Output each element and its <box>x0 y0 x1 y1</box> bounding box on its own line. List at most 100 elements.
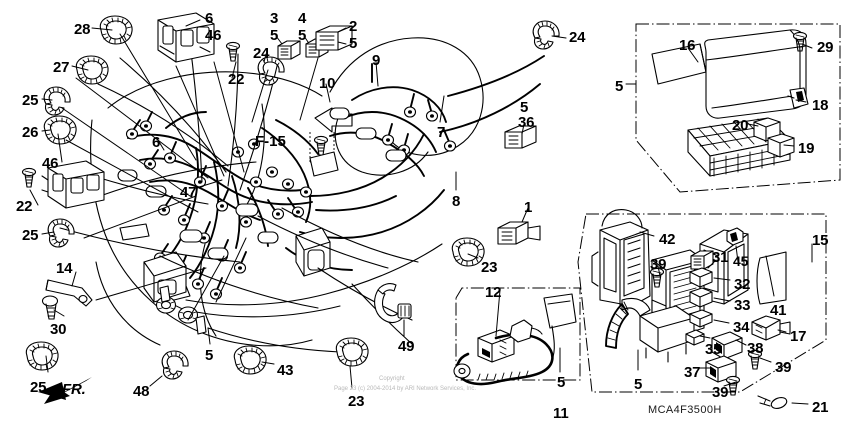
panel-top-right <box>635 23 841 193</box>
cable-ring-terminal-left <box>453 363 471 379</box>
callout-32: 32 <box>734 276 751 293</box>
panel-bottom-center <box>453 287 581 386</box>
upper-harness <box>329 37 545 177</box>
callout-31: 31 <box>712 249 729 266</box>
callout-6: 6 <box>205 10 214 27</box>
part-36-connector <box>504 125 537 149</box>
part-2-connector <box>315 25 353 51</box>
part-35-relay <box>685 329 705 346</box>
callout-5: 5 <box>298 27 307 44</box>
callout-25: 25 <box>22 92 39 109</box>
part-45-clip <box>726 227 744 246</box>
callout-23: 23 <box>348 393 365 410</box>
callout-3: 3 <box>270 10 279 27</box>
part-14-bracket <box>45 279 93 307</box>
part-19-relay <box>767 133 795 158</box>
part-28-clamp <box>99 15 133 45</box>
f15-arrow <box>309 107 353 177</box>
callout-23: 23 <box>481 259 498 276</box>
part-33-relay <box>689 287 713 308</box>
callout-33: 33 <box>734 297 751 314</box>
callout-19: 19 <box>798 140 815 157</box>
part-34-relay <box>689 309 713 328</box>
callout-29: 29 <box>817 39 834 56</box>
callout-9: 9 <box>372 52 381 69</box>
callout-5: 5 <box>349 35 358 52</box>
callout-18: 18 <box>812 97 829 114</box>
cable-ring-terminal <box>543 293 577 361</box>
callout-5: 5 <box>205 347 214 364</box>
callout-42: 42 <box>659 231 676 248</box>
callout-37: 37 <box>684 364 701 381</box>
callout-12: 12 <box>485 284 502 301</box>
callout-43: 43 <box>277 362 294 379</box>
part-18-latch <box>787 87 809 109</box>
callout-22: 22 <box>228 71 245 88</box>
callout-27: 27 <box>53 59 70 76</box>
callout-5: 5 <box>557 374 566 391</box>
callout-47: 47 <box>180 184 197 201</box>
callout-5: 5 <box>615 78 624 95</box>
callout-25: 25 <box>30 379 47 396</box>
part-5-bracket <box>155 285 207 335</box>
section-marker-f15: F-15 <box>255 133 286 150</box>
callout-20: 20 <box>732 117 749 134</box>
part-22b-screw <box>21 167 37 188</box>
callout-21: 21 <box>812 399 829 416</box>
callout-5: 5 <box>520 99 529 116</box>
callout-24: 24 <box>569 29 586 46</box>
callout-2: 2 <box>349 18 358 35</box>
callout-4: 4 <box>298 10 307 27</box>
part-12-terminal <box>477 329 515 363</box>
part-17-connector <box>751 315 791 341</box>
callout-5: 5 <box>270 27 279 44</box>
callout-22: 22 <box>16 198 33 215</box>
watermark-copyright: Copyright <box>379 376 405 382</box>
part-1-connector <box>497 221 541 245</box>
part-42-housing <box>591 221 651 307</box>
callout-38: 38 <box>747 340 764 357</box>
callout-10: 10 <box>319 75 336 92</box>
main-harness <box>117 107 445 303</box>
part-48-clamp <box>161 350 189 380</box>
part-43-clamp <box>233 345 267 375</box>
part-27-clamp <box>75 55 109 85</box>
callout-14: 14 <box>56 260 73 277</box>
fr-arrow <box>38 377 92 404</box>
panel-bottom-right <box>577 209 827 409</box>
callout-39: 39 <box>712 384 729 401</box>
callout-16: 16 <box>679 37 696 54</box>
callout-24: 24 <box>253 45 270 62</box>
callout-48: 48 <box>133 383 150 400</box>
callout-25: 25 <box>22 227 39 244</box>
callout-45: 45 <box>733 253 749 269</box>
callout-1: 1 <box>524 199 533 216</box>
part-25b-clamp <box>47 218 75 248</box>
callout-28: 28 <box>74 21 91 38</box>
part-21-screw <box>757 395 788 409</box>
part-15-cover <box>756 251 787 305</box>
callout-30: 30 <box>50 321 67 338</box>
callout-6: 6 <box>152 134 161 151</box>
callout-46: 46 <box>42 155 59 172</box>
part-6-relay-box <box>157 12 215 63</box>
callout-34: 34 <box>733 319 750 336</box>
orientation-marker-fr: FR. <box>62 381 86 398</box>
callout-5: 5 <box>634 376 643 393</box>
part-32-relay <box>689 267 713 288</box>
part-37-relay <box>705 355 737 383</box>
callout-11: 11 <box>553 405 569 422</box>
part-24b-clamp <box>532 20 560 50</box>
callout-41: 41 <box>770 302 787 319</box>
lower-harness-arms <box>59 43 443 353</box>
callout-7: 7 <box>437 124 446 141</box>
part-46-relay-box <box>41 160 105 209</box>
part-49-clamp <box>374 283 412 324</box>
callout-49: 49 <box>398 338 415 355</box>
callout-8: 8 <box>452 193 461 210</box>
callout-15: 15 <box>812 232 829 249</box>
part-30-bolt <box>41 295 59 320</box>
callout-26: 26 <box>22 124 39 141</box>
